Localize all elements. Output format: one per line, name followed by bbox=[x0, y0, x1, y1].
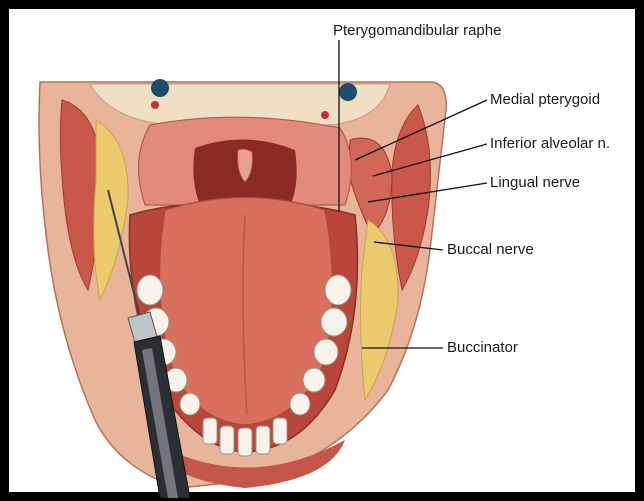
label-buccinator: Buccinator bbox=[447, 339, 518, 357]
vessel-right-blue bbox=[339, 83, 357, 101]
tooth bbox=[180, 393, 200, 415]
label-buccal-nerve: Buccal nerve bbox=[447, 241, 534, 259]
vessel-left-red bbox=[151, 101, 159, 109]
tooth bbox=[238, 428, 252, 456]
label-lingual-nerve: Lingual nerve bbox=[490, 174, 580, 192]
tooth bbox=[203, 418, 217, 444]
label-inferior-alveolar: Inferior alveolar n. bbox=[490, 135, 610, 153]
tooth bbox=[256, 426, 270, 454]
tooth bbox=[321, 308, 347, 336]
label-medial-pterygoid: Medial pterygoid bbox=[490, 91, 600, 109]
tooth bbox=[220, 426, 234, 454]
label-pterygomandibular-raphe: Pterygomandibular raphe bbox=[333, 22, 501, 40]
tooth bbox=[303, 368, 325, 392]
vessel-right-red bbox=[321, 111, 329, 119]
vessel-left-blue bbox=[151, 79, 169, 97]
tooth bbox=[137, 275, 163, 305]
tooth bbox=[273, 418, 287, 444]
tooth bbox=[314, 339, 338, 365]
tooth bbox=[325, 275, 351, 305]
tooth bbox=[290, 393, 310, 415]
